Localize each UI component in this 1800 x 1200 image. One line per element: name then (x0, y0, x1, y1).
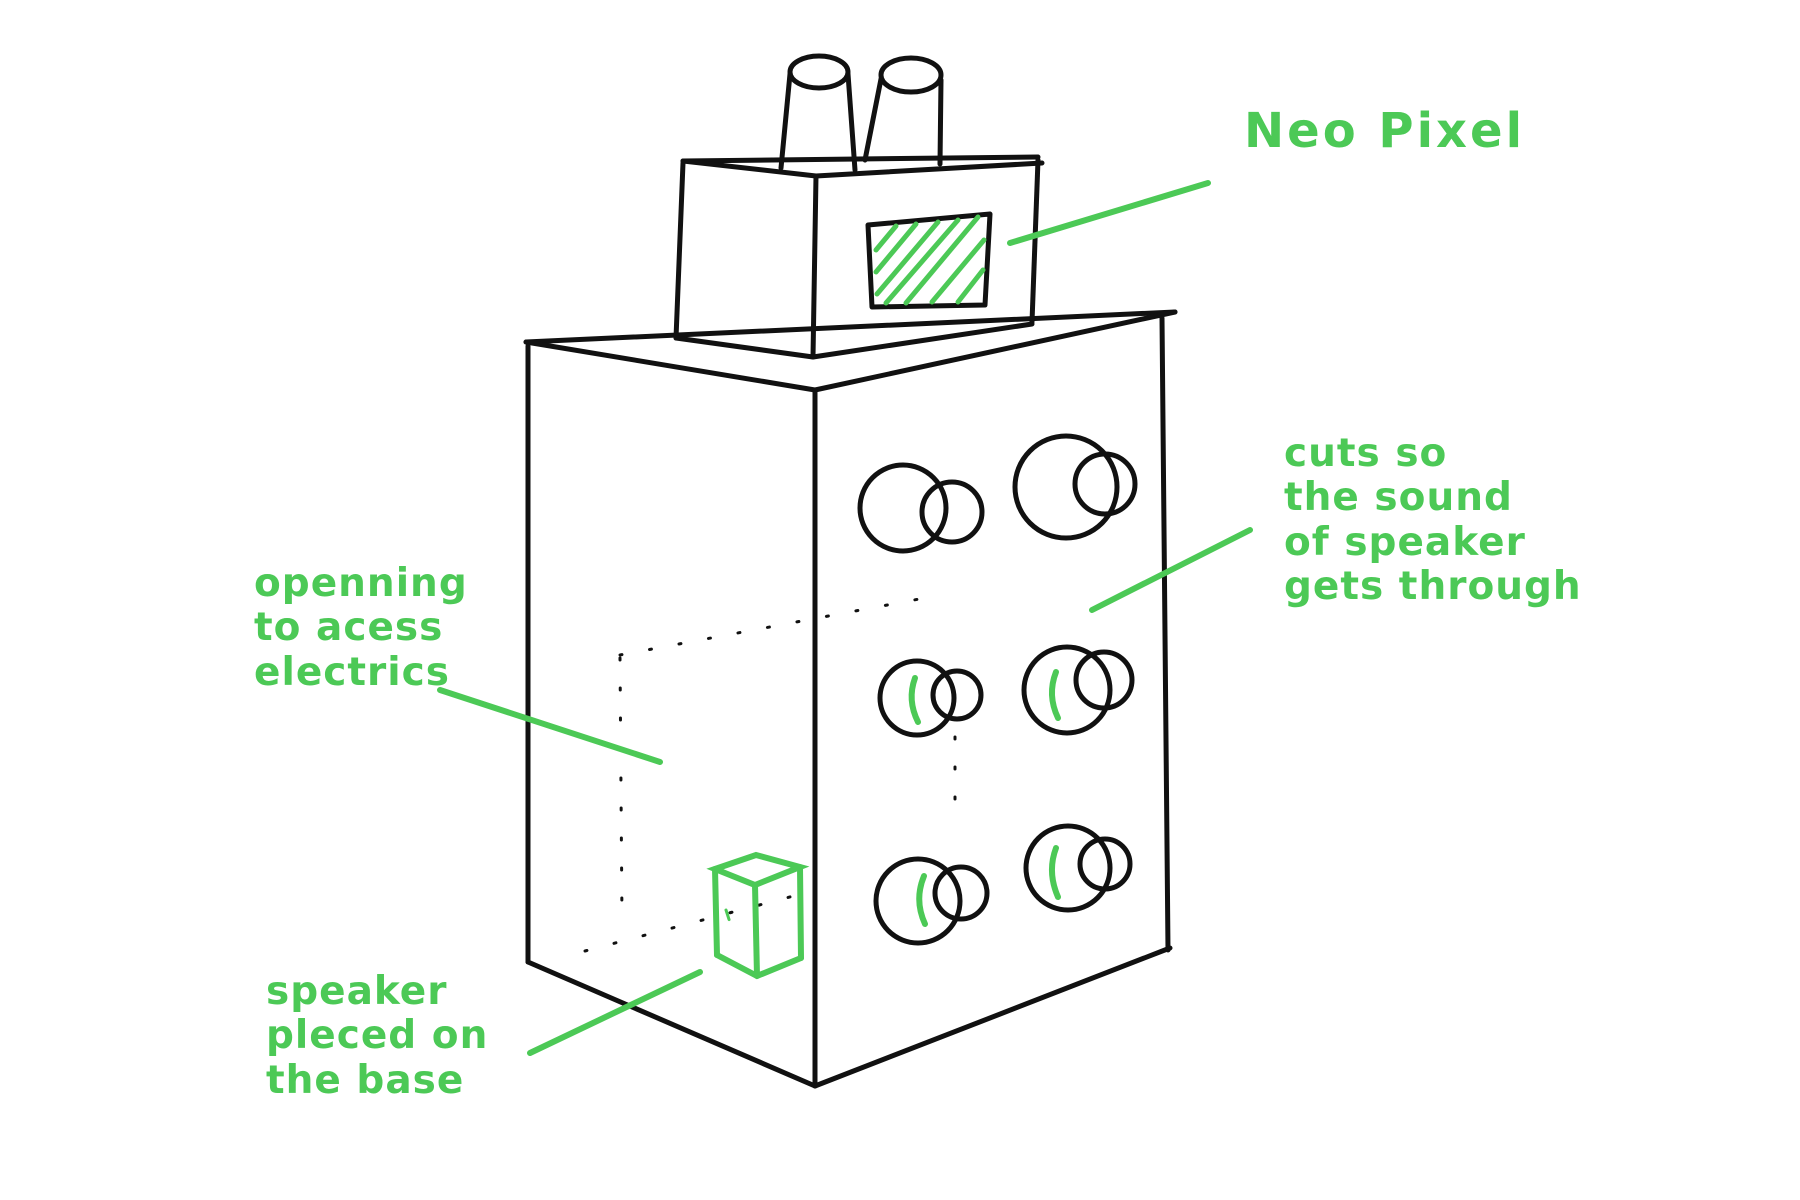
neo-pixel-leader (1007, 180, 1211, 246)
speaker-block (706, 851, 810, 980)
neopixel-hatch-line (873, 223, 899, 253)
cuts-leader (1089, 527, 1253, 613)
speaker-leader (527, 969, 703, 1056)
neopixel-hatch-line (929, 237, 987, 305)
top-module (673, 154, 1045, 360)
main-box (523, 309, 1178, 1089)
speaker-hole-1 (857, 462, 985, 554)
top-knob-left (778, 53, 858, 173)
neopixel-hatch-line (883, 217, 961, 306)
speaker-hole-3 (877, 658, 984, 738)
speaker-hole-4 (1021, 644, 1135, 736)
neopixel-window (865, 211, 993, 310)
speaker-hole-5 (873, 856, 990, 946)
speaker-label: speaker pleced on the base (266, 969, 489, 1103)
neopixel-hatch-line (873, 221, 919, 275)
neopixel-hatch-line (955, 267, 986, 305)
neopixel-hatch-line (874, 219, 941, 297)
opening-label: openning to acess electrics (254, 561, 468, 695)
speaker-hole-6 (1023, 823, 1133, 913)
speaker-hole-2 (1012, 433, 1138, 541)
neo-pixel-label: Neo Pixel (1244, 103, 1526, 159)
access-opening-outline (583, 595, 957, 953)
neopixel-hatch-line (903, 214, 981, 306)
opening-leader (437, 687, 663, 765)
top-knob-right (862, 55, 944, 167)
cuts-label: cuts so the sound of speaker gets throug… (1284, 431, 1582, 610)
